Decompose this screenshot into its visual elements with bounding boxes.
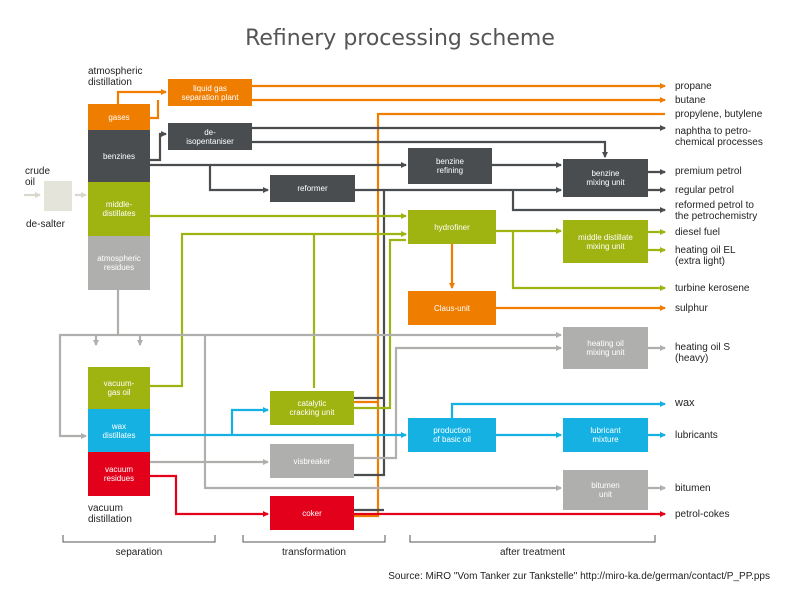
hydrofiner-unit: hydrofiner [408,210,496,244]
benzine-refining-unit: benzine refining [408,148,492,184]
middle-distillates-fraction: middle- distillates [88,182,150,236]
product-heating-oil-el: heating oil EL (extra light) [675,245,736,267]
product-butane: butane [675,95,706,106]
bitumen-unit: bitumen unit [563,470,648,510]
production-basic-oil-unit: production of basic oil [408,418,496,452]
product-petrol-cokes: petrol-cokes [675,509,730,520]
product-bitumen: bitumen [675,483,711,494]
product-lubricants: lubricants [675,430,718,441]
liquid-gas-separation-unit: liquid gas separation plant [168,79,252,106]
desalter-label: de-salter [26,219,65,230]
product-heating-oil-s: heating oil S (heavy) [675,342,731,364]
product-propane: propane [675,81,712,92]
visbreaker-unit: visbreaker [270,444,354,478]
product-turbine-kerosene: turbine kerosene [675,283,750,294]
wax-distillates-fraction: wax distillates [88,409,150,452]
claus-unit: Claus-unit [408,291,496,325]
lubricant-mixture-unit: lubricant mixture [563,418,648,452]
vacuum-gas-oil-fraction: vacuum- gas oil [88,367,150,409]
heating-oil-mixing-unit: heating oil mixing unit [563,327,648,369]
product-diesel-fuel: diesel fuel [675,227,721,238]
product-wax: wax [675,397,695,409]
product-reformed-petrol: reformed petrol to the petrochemistry [675,200,758,222]
crude-oil-label: crude oil [25,166,51,188]
catalytic-cracking-unit: catalytic cracking unit [270,391,354,425]
section-after-treatment: after treatment [499,547,566,558]
product-propylene: propylene, butylene [675,109,763,120]
product-naphtha: naphtha to petro- chemical processes [675,126,763,148]
deisopentaniser-unit: de- isopentaniser [168,123,252,150]
source-note: Source: MiRO "Vom Tanker zur Tankstelle"… [388,571,770,582]
benzines-fraction: benzines [88,130,150,182]
middle-distillate-mixing-unit: middle distillate mixing unit [563,220,648,263]
atmospheric-distillation-label: atmospheric distillation [88,66,143,88]
product-regular-petrol: regular petrol [675,185,734,196]
page-title: Refinery processing scheme [245,26,555,51]
coker-unit: coker [270,496,354,530]
desalter-unit [44,181,72,211]
section-transformation: transformation [282,547,346,558]
gases-fraction: gases [88,104,150,130]
vacuum-residues-fraction: vacuum residues [88,452,150,496]
product-sulphur: sulphur [675,303,708,314]
section-separation: separation [115,547,163,558]
atmospheric-residues-fraction: atmospheric residues [88,236,150,290]
reformer-unit: reformer [270,175,355,202]
vacuum-distillation-label: vacuum distillation [88,503,132,525]
benzine-mixing-unit: benzine mixing unit [563,159,648,197]
product-premium-petrol: premium petrol [675,166,742,177]
